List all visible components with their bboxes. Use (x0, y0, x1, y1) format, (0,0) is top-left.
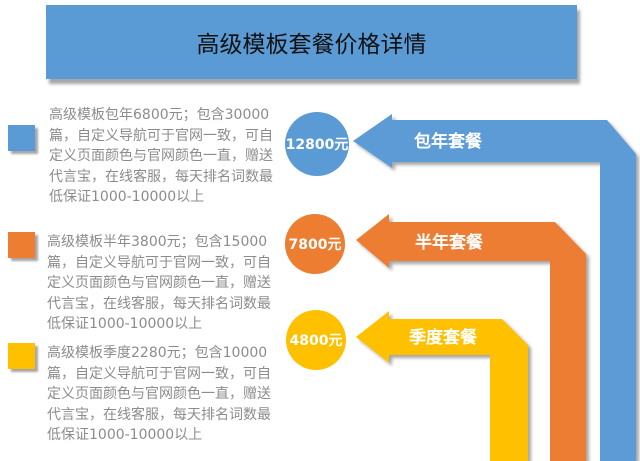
yearly-description: 高级模板包年6800元；包含30000篇，自定义导航可于官网一致，可自定义页面颜… (49, 107, 273, 205)
halfyear-price-badge: 7800元 (285, 214, 345, 274)
quarterly-arrow-label: 季度套餐 (409, 327, 478, 348)
halfyear-price: 7800元 (288, 237, 342, 253)
yearly-arrow (353, 114, 636, 461)
yearly-price: 12800元 (285, 137, 349, 153)
legend-square-yearly (8, 125, 35, 151)
halfyear-description: 高级模板半年3800元；包含15000篇，自定义导航可于官网一致，可自定义页面颜… (47, 234, 271, 332)
quarterly-price-badge: 4800元 (286, 310, 346, 370)
yearly-arrow-label: 包年套餐 (414, 131, 483, 152)
quarterly-description: 高级模板季度2280元；包含10000篇，自定义导航可于官网一致，可自定义页面颜… (47, 345, 271, 443)
halfyear-arrow (356, 214, 586, 461)
legend-square-quarterly (8, 343, 35, 369)
yearly-price-badge: 12800元 (285, 112, 349, 176)
quarterly-arrow (356, 311, 528, 461)
halfyear-arrow-label: 半年套餐 (415, 232, 484, 253)
legend-square-halfyear (8, 232, 35, 258)
quarterly-price: 4800元 (289, 333, 343, 349)
title-banner: 高级模板套餐价格详情 (46, 5, 577, 79)
page-title: 高级模板套餐价格详情 (196, 32, 427, 58)
